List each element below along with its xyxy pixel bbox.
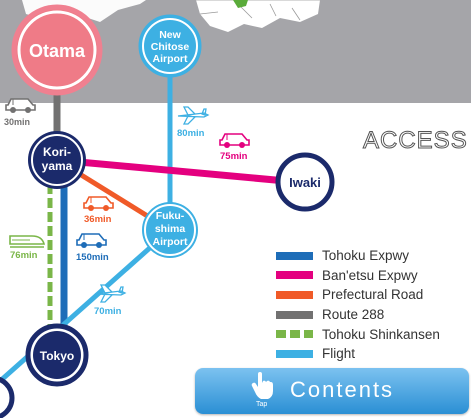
- node-koriyama-label-1: Kori-: [43, 145, 71, 159]
- time-tokyo-flight: 70min: [94, 284, 127, 317]
- node-fukushima-airport[interactable]: Fuku- shima Airport: [142, 202, 198, 258]
- time-iwaki-label: 75min: [220, 151, 248, 162]
- time-prefectural-car: 36min: [83, 196, 114, 225]
- node-otama-label: Otama: [29, 41, 86, 61]
- banetsu-expwy-line: [56, 156, 298, 186]
- legend-label: Tohoku Shinkansen: [322, 326, 440, 342]
- legend-item-prefectural-road: Prefectural Road: [276, 285, 440, 305]
- time-expwy-car: 150min: [76, 233, 109, 263]
- node-chitose-label-3: Airport: [153, 53, 189, 65]
- time-tokyo-label: 70min: [94, 306, 122, 317]
- time-otama-label: 30min: [4, 117, 30, 127]
- legend-swatch-route-288: [276, 310, 313, 319]
- node-iwaki-label: Iwaki: [289, 175, 321, 190]
- node-partial-bottom-left: [0, 376, 15, 418]
- node-tokyo-label: Tokyo: [40, 349, 74, 363]
- node-otama[interactable]: Otama: [11, 4, 103, 96]
- map-green-region: [233, 0, 248, 8]
- node-koriyama-label-2: yama: [42, 159, 73, 173]
- contents-button[interactable]: Tap Contents: [195, 368, 469, 414]
- time-chitose-label: 80min: [177, 128, 205, 139]
- legend-label: Tohoku Expwy: [322, 248, 410, 264]
- car-icon: [219, 133, 250, 148]
- node-fukushima-label-3: Airport: [153, 236, 189, 248]
- node-koriyama[interactable]: Kori- yama: [28, 131, 86, 189]
- airplane-icon: [177, 106, 210, 125]
- car-icon: [76, 233, 107, 248]
- legend-item-route-288: Route 288: [276, 305, 440, 325]
- tap-label: Tap: [256, 401, 268, 408]
- legend-swatch-banetsu: [276, 271, 313, 280]
- time-expwy-label: 150min: [76, 252, 109, 263]
- legend-label: Route 288: [322, 307, 385, 323]
- legend-swatch-shinkansen: [276, 330, 313, 339]
- legend-item-tohoku-shinkansen: Tohoku Shinkansen: [276, 324, 440, 344]
- map-background: [0, 0, 471, 103]
- legend-swatch-tohoku: [276, 251, 313, 260]
- legend-label: Flight: [322, 346, 356, 362]
- legend-item-banetsu-expwy: Ban'etsu Expwy: [276, 266, 440, 286]
- time-shinkansen-label: 76min: [10, 250, 38, 261]
- legend: Tohoku Expwy Ban'etsu Expwy Prefectural …: [276, 246, 440, 364]
- time-otama-car: 30min: [4, 98, 36, 127]
- hand-pointer-icon: [251, 372, 273, 399]
- time-iwaki-car: 75min: [219, 133, 250, 162]
- node-fukushima-label-1: Fuku-: [156, 210, 185, 222]
- train-icon: [9, 235, 46, 248]
- node-new-chitose-airport[interactable]: New Chitose Airport: [138, 14, 202, 78]
- car-icon: [83, 196, 114, 211]
- flight-line-tokyo: [0, 228, 172, 385]
- legend-item-flight: Flight: [276, 344, 440, 364]
- legend-label: Ban'etsu Expwy: [322, 267, 418, 283]
- contents-button-label: Contents: [290, 377, 395, 402]
- time-shinkansen: 76min: [9, 235, 46, 261]
- node-tokyo[interactable]: Tokyo: [25, 323, 89, 387]
- legend-swatch-prefectural: [276, 290, 313, 299]
- node-chitose-label-2: Chitose: [151, 41, 190, 53]
- airplane-icon: [94, 284, 127, 303]
- time-chitose-flight: 80min: [177, 106, 210, 139]
- access-title: ACCESS: [363, 127, 468, 155]
- car-icon: [5, 98, 36, 113]
- node-fukushima-label-2: shima: [155, 223, 186, 235]
- legend-item-tohoku-expwy: Tohoku Expwy: [276, 246, 440, 266]
- legend-label: Prefectural Road: [322, 287, 424, 303]
- legend-swatch-flight: [276, 349, 313, 358]
- node-chitose-label-1: New: [159, 29, 181, 41]
- time-prefectural-label: 36min: [84, 214, 112, 225]
- node-iwaki[interactable]: Iwaki: [275, 152, 335, 212]
